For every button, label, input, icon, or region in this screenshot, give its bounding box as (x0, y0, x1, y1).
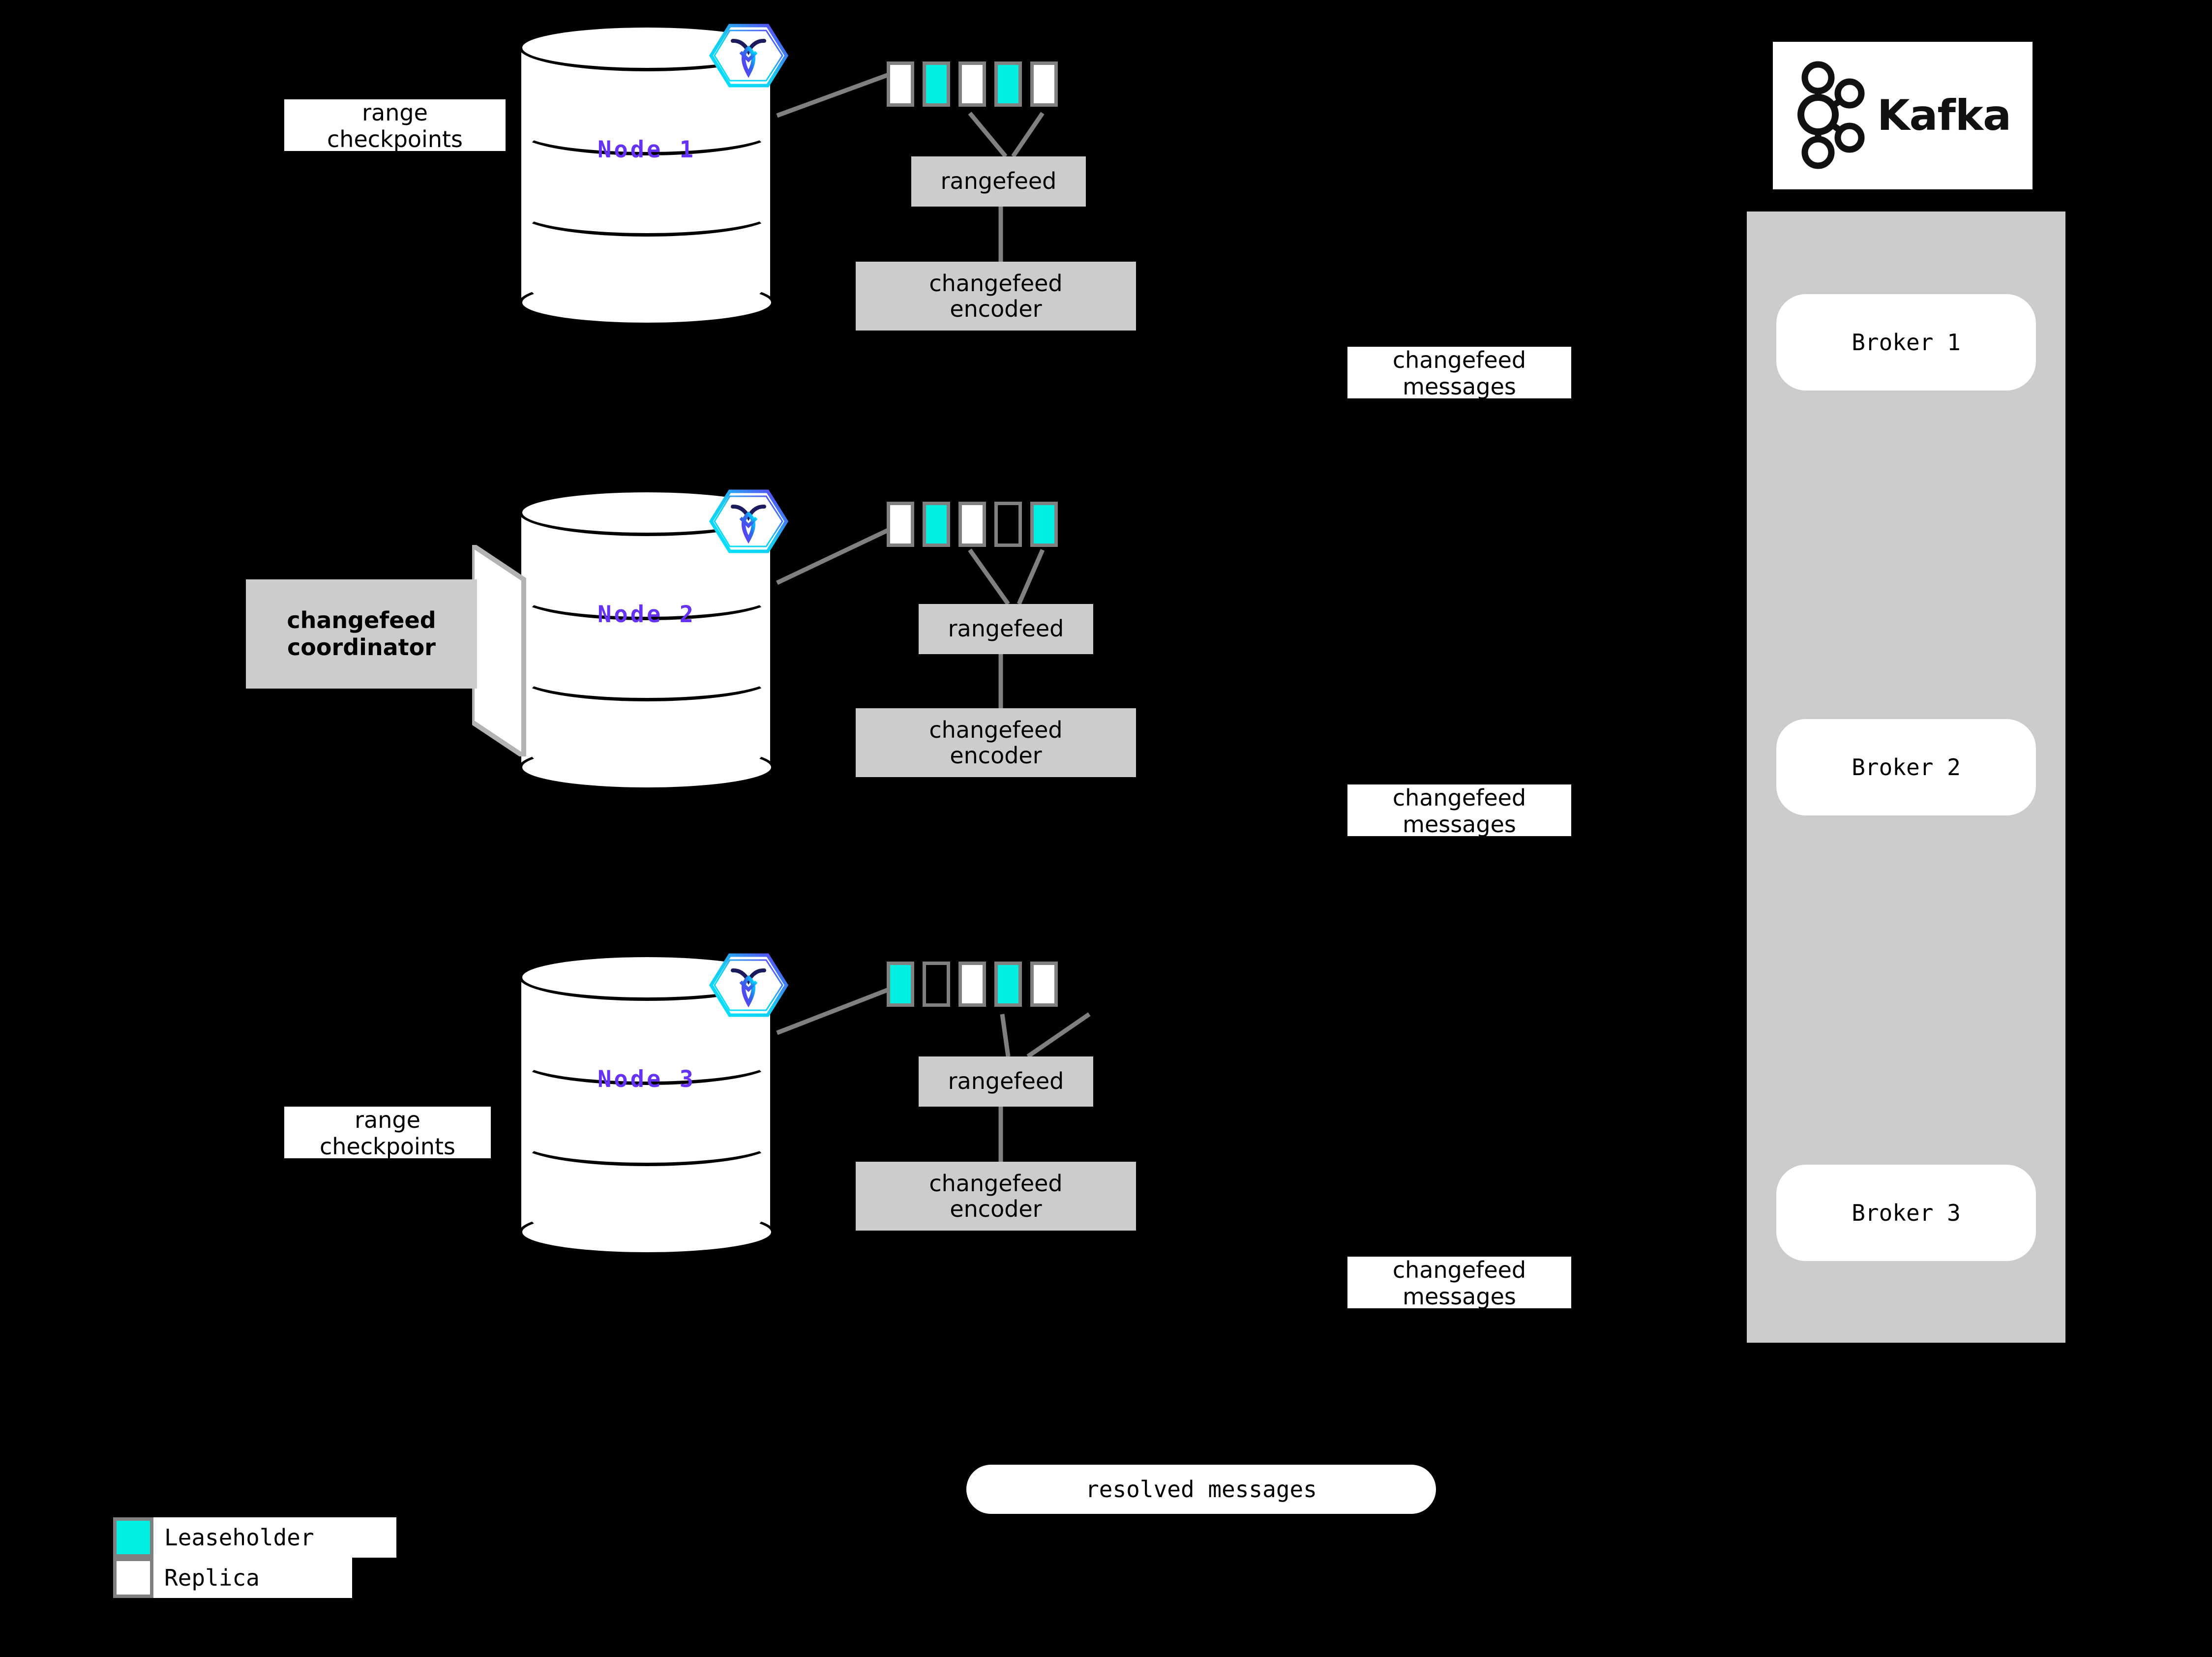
broker-label: Broker 3 (1852, 1200, 1961, 1226)
cylinder-divider-2 (519, 1119, 775, 1166)
cylinder-divider-1 (519, 1038, 775, 1085)
node-1-ranges (887, 61, 1058, 107)
message-line-1: changefeed (1392, 1257, 1526, 1283)
resolved-messages-pill: resolved messages (966, 1465, 1436, 1514)
range-box[interactable] (994, 962, 1022, 1007)
encoder-line-2: encoder (950, 296, 1042, 322)
cylinder-shape (519, 954, 775, 1256)
legend-label-replica: Replica (153, 1558, 352, 1598)
coordinator-line-2: coordinator (287, 634, 436, 661)
cylinder-bottom (519, 744, 775, 791)
caption-line-1: range (355, 1107, 420, 1133)
message-line-1: changefeed (1392, 347, 1526, 373)
encoder-line-2: encoder (950, 1196, 1042, 1222)
node-2-label: Node 2 (598, 601, 696, 628)
cylinder-divider-1 (519, 573, 775, 620)
encoder-line-1: changefeed (929, 270, 1063, 297)
range-box[interactable] (994, 502, 1022, 547)
cockroachdb-hexagon-icon (708, 19, 789, 92)
changefeed-messages-label-3: changefeed messages (1347, 1257, 1571, 1310)
message-line-2: messages (1403, 1283, 1516, 1310)
cylinder-divider-1 (519, 108, 775, 155)
replica-swatch (113, 1558, 153, 1598)
message-line-1: changefeed (1392, 784, 1526, 811)
legend-label-leaseholder: Leaseholder (153, 1517, 396, 1558)
cylinder-divider-2 (519, 189, 775, 237)
rangefeed-label: rangefeed (948, 615, 1064, 642)
broker-label: Broker 1 (1852, 329, 1961, 356)
node-2-rangefeed-box[interactable]: rangefeed (919, 604, 1093, 654)
changefeed-messages-label-2: changefeed messages (1347, 784, 1571, 838)
node-3-ranges (887, 962, 1058, 1007)
range-box[interactable] (958, 962, 986, 1007)
node-2-changefeed-encoder-box[interactable]: changefeed encoder (856, 708, 1136, 777)
node-1-label: Node 1 (598, 136, 696, 163)
kafka-inbound-arrow-icon (2180, 327, 2212, 357)
node-3-rangefeed-box[interactable]: rangefeed (919, 1056, 1093, 1107)
caption-line-2: checkpoints (320, 1133, 455, 1160)
range-box[interactable] (1030, 502, 1058, 547)
range-box[interactable] (958, 61, 986, 107)
caption-line-2: checkpoints (327, 126, 463, 153)
node-3-changefeed-encoder-box[interactable]: changefeed encoder (856, 1162, 1136, 1231)
node-2-ranges (887, 502, 1058, 547)
kafka-node-graph-icon (1794, 58, 1868, 173)
range-box[interactable] (923, 502, 950, 547)
coordinator-arrow-shape (472, 545, 526, 756)
encoder-line-2: encoder (950, 742, 1042, 769)
range-box[interactable] (1030, 962, 1058, 1007)
broker-label: Broker 2 (1852, 754, 1961, 781)
kafka-broker-2[interactable]: Broker 2 (1776, 719, 2036, 815)
resolved-messages-label: resolved messages (1085, 1476, 1317, 1503)
cockroachdb-hexagon-icon (708, 948, 789, 1022)
node-1-range-checkpoints-label: range checkpoints (284, 99, 506, 153)
cylinder-body (519, 47, 773, 302)
cylinder-body (519, 976, 773, 1232)
cylinder-bottom (519, 1208, 775, 1256)
range-box[interactable] (923, 61, 950, 107)
range-box[interactable] (923, 962, 950, 1007)
message-line-2: messages (1403, 811, 1516, 838)
message-line-2: messages (1403, 373, 1516, 400)
rangefeed-label: rangefeed (940, 168, 1057, 195)
range-box[interactable] (887, 502, 914, 547)
legend-item-leaseholder: Leaseholder (113, 1517, 396, 1558)
changefeed-coordinator-box[interactable]: changefeed coordinator (246, 579, 477, 689)
node-3-range-checkpoints-label: range checkpoints (284, 1107, 491, 1160)
range-box[interactable] (958, 502, 986, 547)
kafka-wordmark: Kafka (1877, 91, 2011, 140)
changefeed-messages-label-1: changefeed messages (1347, 347, 1571, 400)
coordinator-line-1: changefeed (287, 606, 436, 633)
node-3-label: Node 3 (598, 1066, 696, 1093)
cylinder-bottom (519, 279, 775, 326)
leaseholder-swatch (113, 1517, 153, 1558)
kafka-broker-1[interactable]: Broker 1 (1776, 294, 2036, 391)
encoder-line-1: changefeed (929, 716, 1063, 743)
range-box[interactable] (1030, 61, 1058, 107)
caption-line-1: range (362, 99, 428, 126)
cylinder-divider-2 (519, 654, 775, 701)
legend-item-replica: Replica (113, 1558, 352, 1598)
encoder-line-1: changefeed (929, 1170, 1063, 1197)
node-1-changefeed-encoder-box[interactable]: changefeed encoder (856, 262, 1136, 331)
cockroachdb-hexagon-icon (708, 484, 789, 558)
kafka-logo: Kafka (1773, 42, 2033, 189)
rangefeed-label: rangefeed (948, 1068, 1064, 1095)
range-box[interactable] (994, 61, 1022, 107)
kafka-broker-3[interactable]: Broker 3 (1776, 1165, 2036, 1261)
range-box[interactable] (887, 962, 914, 1007)
node-3-cylinder: Node 3 (519, 954, 775, 1256)
range-box[interactable] (887, 61, 914, 107)
node-1-rangefeed-box[interactable]: rangefeed (911, 156, 1086, 207)
